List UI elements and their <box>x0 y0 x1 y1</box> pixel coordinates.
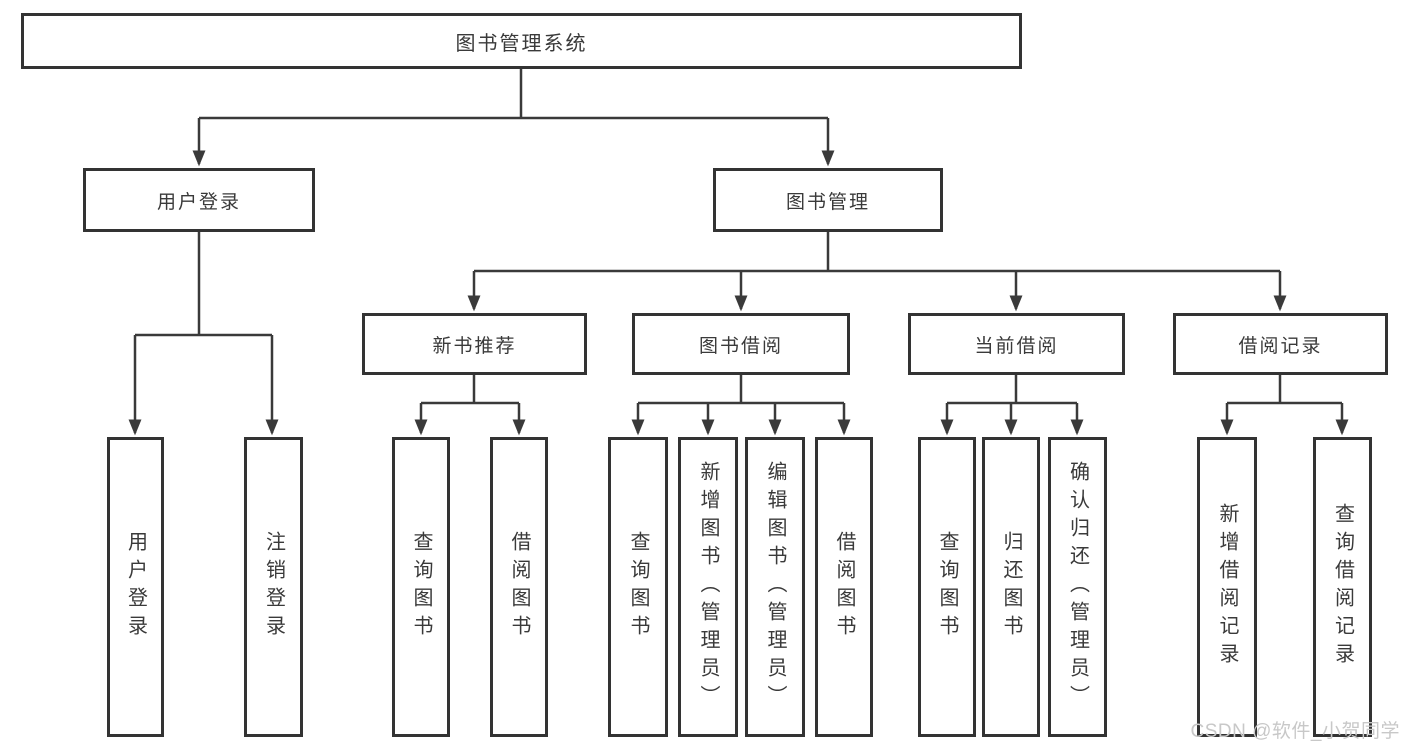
node-book-borrowing-label: 图书借阅 <box>698 335 783 357</box>
node-book-management: 图书管理 <box>713 168 943 232</box>
node-query-books-1-label: 查询图书 <box>410 531 432 643</box>
node-borrow-books-1: 借阅图书 <box>490 437 548 737</box>
edges-root-to-level2 <box>192 69 835 167</box>
node-return-books: 归还图书 <box>982 437 1040 737</box>
node-borrow-books-2-label: 借阅图书 <box>833 531 855 643</box>
edges-book-management-children <box>467 232 1287 312</box>
node-library-management-system-label: 图书管理系统 <box>455 32 588 55</box>
node-book-borrowing: 图书借阅 <box>632 313 850 375</box>
node-query-books-2: 查询图书 <box>608 437 668 737</box>
node-query-books-2-label: 查询图书 <box>627 531 649 643</box>
node-edit-books-admin: 编辑图书（管理员） <box>745 437 805 737</box>
node-current-borrowing-label: 当前借阅 <box>974 335 1059 357</box>
node-user-login-leaf-label: 用户登录 <box>124 531 147 643</box>
node-add-borrow-record-label: 新增借阅记录 <box>1216 503 1238 671</box>
node-user-login-leaf: 用户登录 <box>107 437 164 737</box>
node-borrowing-records-label: 借阅记录 <box>1238 335 1323 357</box>
node-new-book-recommend: 新书推荐 <box>362 313 587 375</box>
edges-borrowing-records-children <box>1220 375 1349 436</box>
node-return-books-label: 归还图书 <box>1000 531 1022 643</box>
node-borrow-books-1-label: 借阅图书 <box>508 531 530 643</box>
node-add-borrow-record: 新增借阅记录 <box>1197 437 1257 737</box>
node-confirm-return-admin-label: 确认归还（管理员） <box>1066 461 1089 713</box>
node-user-login: 用户登录 <box>83 168 315 232</box>
node-query-borrow-record: 查询借阅记录 <box>1313 437 1372 737</box>
edges-book-borrowing-children <box>631 375 851 436</box>
node-logout-label: 注销登录 <box>262 531 285 643</box>
node-query-books-3: 查询图书 <box>918 437 976 737</box>
node-confirm-return-admin: 确认归还（管理员） <box>1048 437 1107 737</box>
node-borrow-books-2: 借阅图书 <box>815 437 873 737</box>
watermark-text: CSDN @软件_小贺同学 <box>1190 721 1400 742</box>
node-logout: 注销登录 <box>244 437 303 737</box>
node-query-borrow-record-label: 查询借阅记录 <box>1331 503 1354 671</box>
node-borrowing-records: 借阅记录 <box>1173 313 1388 375</box>
node-current-borrowing: 当前借阅 <box>908 313 1125 375</box>
node-book-management-label: 图书管理 <box>785 191 870 213</box>
node-edit-books-admin-label: 编辑图书（管理员） <box>764 461 786 713</box>
edges-current-borrowing-children <box>940 375 1084 436</box>
edges-user-login-children <box>128 232 279 436</box>
edges-new-book-children <box>414 375 526 436</box>
node-query-books-3-label: 查询图书 <box>936 531 958 643</box>
node-user-login-label: 用户登录 <box>156 191 241 213</box>
node-add-books-admin-label: 新增图书（管理员） <box>697 461 719 713</box>
node-new-book-recommend-label: 新书推荐 <box>432 335 517 357</box>
node-library-management-system: 图书管理系统 <box>21 13 1022 69</box>
node-add-books-admin: 新增图书（管理员） <box>678 437 738 737</box>
node-query-books-1: 查询图书 <box>392 437 450 737</box>
